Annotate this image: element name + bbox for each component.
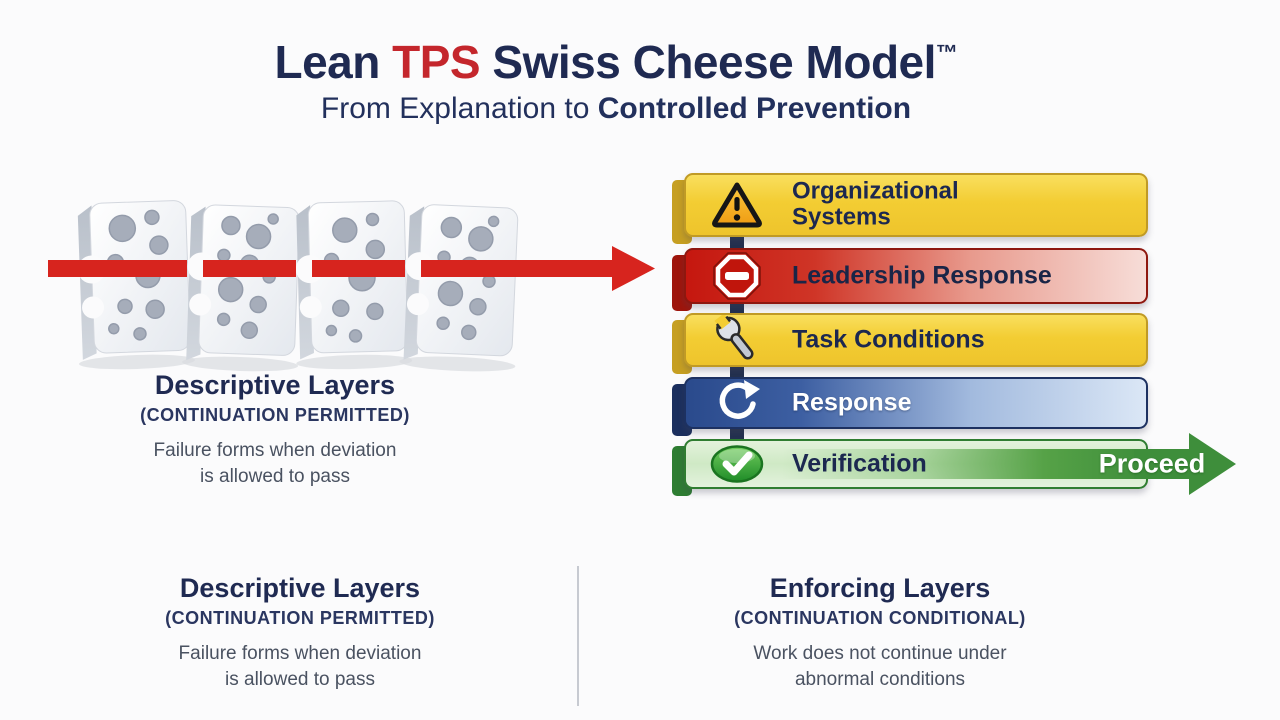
header: Lean TPS Swiss Cheese Model™ From Explan… bbox=[0, 38, 1232, 126]
descriptive-caption-line2: is allowed to pass bbox=[200, 465, 350, 487]
footer-right-title: Enforcing Layers bbox=[769, 573, 991, 603]
descriptive-caption: Descriptive Layers (CONTINUATION PERMITT… bbox=[70, 370, 480, 489]
layer-bar-organizational-systems: Organizational Systems bbox=[672, 173, 1148, 244]
wrench-icon bbox=[708, 315, 766, 365]
bar-label-line1: Organizational bbox=[792, 177, 959, 205]
title-rest: Swiss Cheese Model bbox=[480, 36, 936, 88]
footer-right-line2: abnormal conditions bbox=[794, 668, 966, 690]
descriptive-caption-body: Failure forms when deviation is allowed … bbox=[70, 438, 480, 489]
stop-sign-icon bbox=[708, 250, 766, 302]
trademark-symbol: ™ bbox=[935, 40, 958, 65]
cheese-slice-4 bbox=[399, 204, 519, 372]
page-subtitle: From Explanation to Controlled Preventio… bbox=[0, 92, 1232, 126]
footer-descriptive-column: Descriptive Layers (CONTINUATION PERMITT… bbox=[80, 573, 520, 692]
footer-right-body: Work does not continue under abnormal co… bbox=[660, 641, 1100, 692]
footer-right-subtitle: (CONTINUATION CONDITIONAL) bbox=[734, 608, 1026, 628]
warning-triangle-icon bbox=[708, 176, 766, 234]
layer-bar-response: Response bbox=[672, 377, 1148, 436]
bar-label: Organizational Systems bbox=[792, 177, 959, 232]
layer-bar-verification: Verification Proceed bbox=[672, 433, 1236, 496]
page-title: Lean TPS Swiss Cheese Model™ bbox=[0, 38, 1232, 86]
footer-divider bbox=[577, 566, 579, 706]
cheese-slice-1 bbox=[77, 200, 195, 370]
title-lean: Lean bbox=[274, 36, 393, 88]
bar-label: Response bbox=[792, 388, 912, 417]
cheese-slice-3 bbox=[295, 200, 413, 370]
bar-label: Task Conditions bbox=[792, 325, 985, 354]
layer-bar-leadership-response: Leadership Response bbox=[672, 248, 1148, 311]
footer-right-line1: Work does not continue under bbox=[753, 643, 1007, 664]
descriptive-caption-line1: Failure forms when deviation bbox=[153, 440, 397, 461]
check-badge-icon bbox=[708, 441, 766, 487]
swiss-cheese-diagram bbox=[48, 200, 655, 372]
bar-label-line2: Systems bbox=[792, 204, 891, 231]
subtitle-bold: Controlled Prevention bbox=[597, 92, 912, 126]
refresh-arrow-icon bbox=[708, 379, 766, 427]
proceed-arrow-head bbox=[1134, 433, 1236, 495]
footer-left-body: Failure forms when deviation is allowed … bbox=[80, 641, 520, 692]
descriptive-caption-title: Descriptive Layers bbox=[154, 370, 396, 400]
deviation-arrow bbox=[48, 246, 655, 291]
layer-bar-task-conditions: Task Conditions bbox=[672, 313, 1148, 374]
title-tps: TPS bbox=[392, 36, 481, 88]
descriptive-caption-subtitle: (CONTINUATION PERMITTED) bbox=[140, 405, 410, 425]
bar-label: Leadership Response bbox=[792, 261, 1052, 290]
footer-left-title: Descriptive Layers bbox=[179, 573, 421, 603]
footer-left-line1: Failure forms when deviation bbox=[178, 643, 422, 664]
footer-left-subtitle: (CONTINUATION PERMITTED) bbox=[165, 608, 435, 628]
proceed-label: Proceed bbox=[1098, 448, 1206, 479]
subtitle-prefix: From Explanation to bbox=[320, 92, 598, 126]
bar-label: Verification bbox=[792, 449, 927, 478]
footer-left-line2: is allowed to pass bbox=[225, 668, 375, 690]
footer-enforcing-column: Enforcing Layers (CONTINUATION CONDITION… bbox=[660, 573, 1100, 692]
proceed-gradient-band bbox=[782, 449, 1146, 479]
cheese-slice-2 bbox=[182, 204, 300, 372]
